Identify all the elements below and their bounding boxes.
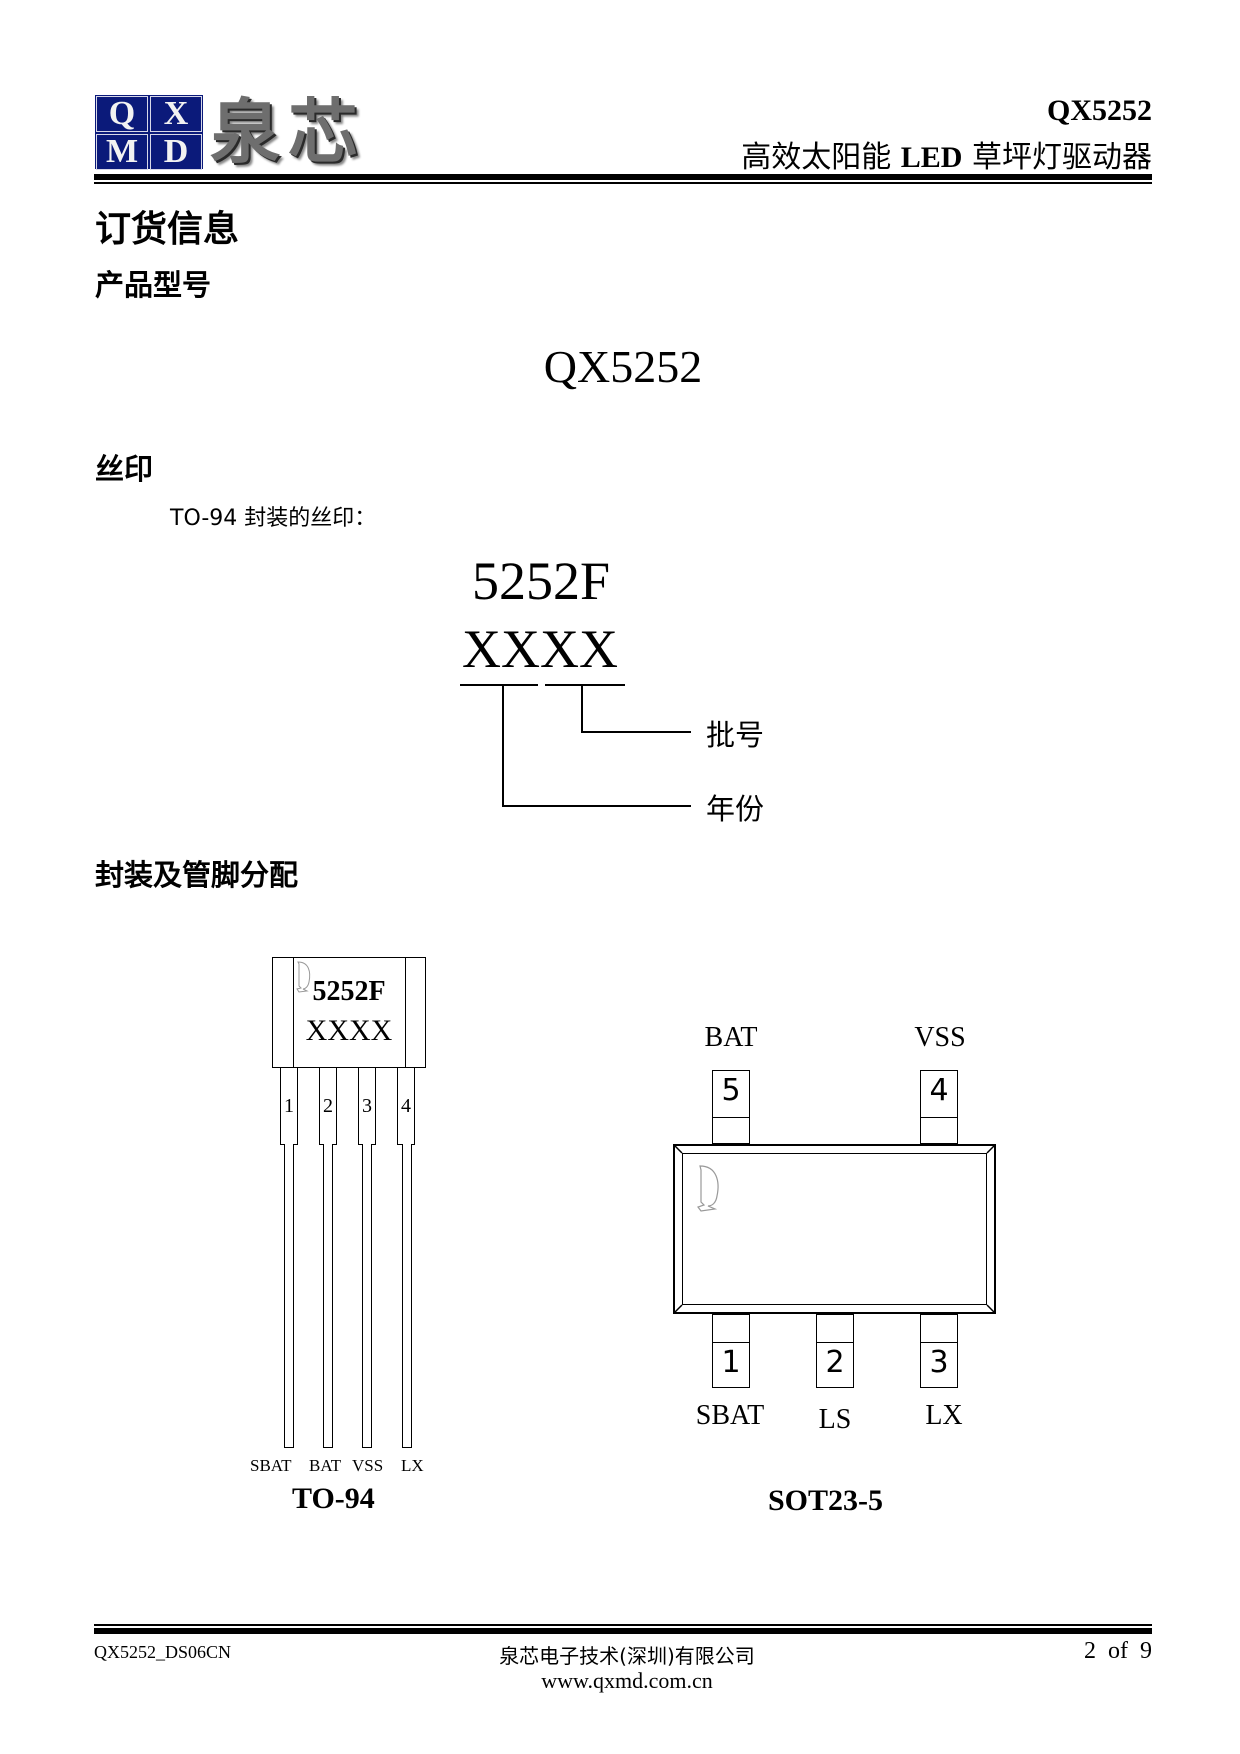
sot23-pin-1-divider — [713, 1342, 749, 1343]
to94-pin-4-pad: 4 — [397, 1068, 415, 1145]
to94-pin-3-pad: 3 — [358, 1068, 376, 1145]
header-rule-thick — [94, 174, 1152, 180]
to94-pin-2-pad: 2 — [319, 1068, 337, 1145]
sot23-package-body — [673, 1144, 996, 1314]
marking-line-2: XXXX — [462, 619, 618, 679]
header-title: 高效太阳能 LED 草坪灯驱动器 — [741, 132, 1152, 176]
sot23-pin-4: 4 — [920, 1070, 958, 1144]
section-title-product-model: 产品型号 — [95, 268, 212, 302]
sot23-pin-1-label: SBAT — [695, 1400, 765, 1431]
logo-letter-q: Q — [96, 96, 148, 132]
to94-pin-1-lead — [284, 1144, 294, 1448]
to94-pin-2-lead — [323, 1144, 333, 1448]
sot23-pin-5-label: BAT — [704, 1022, 758, 1053]
product-model-value: QX5252 — [543, 341, 703, 392]
logo-letter-d: D — [150, 134, 202, 170]
to94-package-body: 5252F XXXX — [272, 957, 426, 1068]
batch-leader-vertical — [581, 684, 583, 733]
header-title-prefix: 高效太阳能 — [741, 140, 901, 175]
section-title-package-pinout: 封装及管脚分配 — [95, 858, 299, 892]
sot23-pin-2-divider — [817, 1342, 853, 1343]
sot23-pin-1-number: 1 — [721, 1345, 741, 1380]
sot23-pin-2-label: LS — [818, 1404, 852, 1435]
pin1-marker-icon — [296, 961, 311, 993]
to94-pin-2-number: 2 — [323, 1094, 333, 1117]
footer-page-number: 2 of 9 — [1084, 1638, 1152, 1664]
callout-batch-label: 批号 — [706, 718, 765, 752]
marking-line-1: 5252F — [472, 551, 611, 611]
sot23-pin-4-label: VSS — [914, 1022, 966, 1053]
to94-body-divider-left — [293, 958, 294, 1067]
logo-letter-m: M — [96, 134, 148, 170]
sot23-pin-3-divider — [921, 1342, 957, 1343]
to94-pin-1-number: 1 — [284, 1094, 294, 1117]
sot23-pin-2: 2 — [816, 1314, 854, 1388]
sot23-bevel-corners — [673, 1144, 996, 1314]
sot23-pin-4-divider — [921, 1117, 957, 1118]
section-title-marking: 丝印 — [95, 452, 154, 486]
header-title-led: LED — [900, 141, 963, 174]
sot23-pin-5: 5 — [712, 1070, 750, 1144]
footer-rule-thin — [94, 1624, 1152, 1626]
to94-body-divider-right — [405, 958, 406, 1067]
footer-doc-id: QX5252_DS06CN — [94, 1642, 232, 1662]
company-logo-chinese: 泉芯 — [210, 91, 366, 173]
header-title-suffix: 草坪灯驱动器 — [962, 140, 1152, 175]
logo-letter-x: X — [150, 96, 202, 132]
to94-caption: TO-94 — [292, 1482, 375, 1515]
to94-mark-line-1: 5252F — [312, 976, 386, 1007]
year-leader-horizontal — [502, 805, 691, 807]
footer-website-link[interactable]: www.qxmd.com.cn — [541, 1668, 713, 1693]
sot23-caption: SOT23-5 — [768, 1484, 884, 1517]
section-title-ordering-info: 订货信息 — [95, 209, 240, 250]
pin1-marker-icon — [697, 1165, 719, 1212]
company-logo-mark: Q X M D — [95, 95, 203, 170]
to94-pin-3-lead — [362, 1144, 372, 1448]
sot23-package-inner — [682, 1153, 987, 1305]
to94-pin-2-label: BAT — [309, 1456, 342, 1475]
to94-mark-line-2: XXXX — [305, 1014, 393, 1047]
to94-pin-4-number: 4 — [401, 1094, 411, 1117]
to94-pin-3-number: 3 — [362, 1094, 372, 1117]
batch-underline — [545, 684, 625, 686]
to94-pin-3-label: VSS — [352, 1456, 384, 1475]
sot23-pin-3-label: LX — [925, 1400, 963, 1431]
sot23-pin-1: 1 — [712, 1314, 750, 1388]
footer-rule-thick — [94, 1628, 1152, 1634]
to94-pin-1-pad: 1 — [280, 1068, 298, 1145]
batch-leader-horizontal — [581, 731, 691, 733]
sot23-pin-5-number: 5 — [721, 1073, 741, 1108]
to94-pin-4-lead — [402, 1144, 412, 1448]
to94-pin-1-label: SBAT — [250, 1456, 292, 1475]
callout-year-label: 年份 — [706, 792, 765, 826]
footer-company: 泉芯电子技术(深圳)有限公司 — [499, 1644, 755, 1668]
header-rule-thin — [94, 182, 1152, 184]
sot23-pin-2-number: 2 — [825, 1345, 845, 1380]
year-leader-vertical — [502, 684, 504, 807]
year-underline — [460, 684, 538, 686]
sot23-pin-3-number: 3 — [929, 1345, 949, 1380]
sot23-pin-5-divider — [713, 1117, 749, 1118]
header-part-number: QX5252 — [1047, 94, 1152, 127]
marking-description: TO-94 封装的丝印： — [170, 506, 377, 531]
sot23-pin-3: 3 — [920, 1314, 958, 1388]
to94-pin-4-label: LX — [401, 1456, 424, 1475]
sot23-pin-4-number: 4 — [929, 1073, 949, 1108]
